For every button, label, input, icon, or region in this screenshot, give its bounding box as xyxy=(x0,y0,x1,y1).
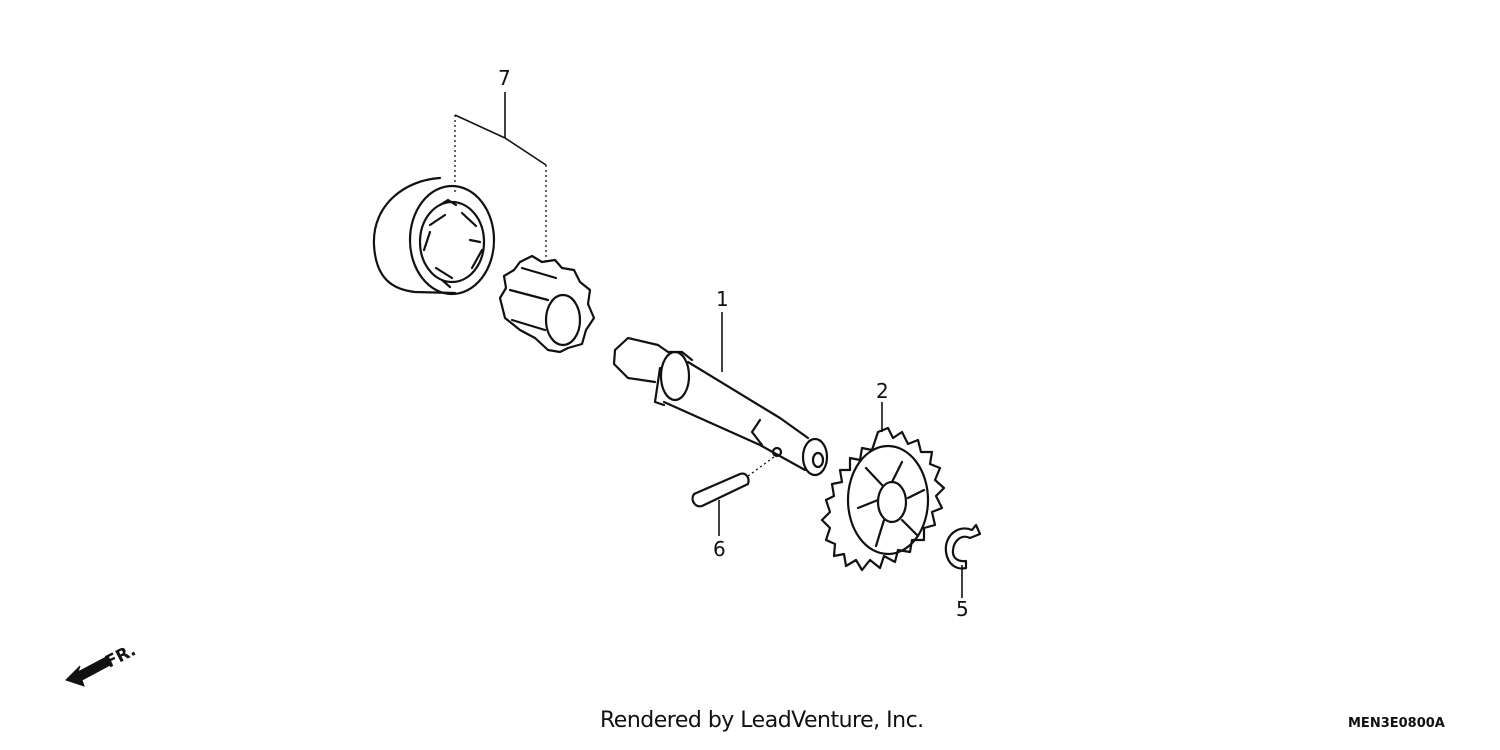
part-7-pinion-gear[interactable] xyxy=(498,254,596,354)
part-6-pin[interactable] xyxy=(691,453,779,508)
part-5-circlip[interactable] xyxy=(944,523,982,570)
callout-1: 1 xyxy=(716,287,729,311)
part-1-shaft[interactable] xyxy=(612,336,829,477)
leader-part-7 xyxy=(454,92,547,262)
diagram-code: MEN3E0800A xyxy=(1348,716,1445,731)
callout-6: 6 xyxy=(713,537,726,561)
part-2-gear[interactable] xyxy=(820,426,946,572)
callout-7: 7 xyxy=(498,66,511,90)
callout-5: 5 xyxy=(956,597,969,621)
part-7-housing[interactable] xyxy=(372,176,496,296)
front-direction-arrow-icon: FR. xyxy=(65,640,139,687)
render-credit: Rendered by LeadVenture, Inc. xyxy=(600,708,924,733)
callout-2: 2 xyxy=(876,379,889,403)
direction-label: FR. xyxy=(102,640,139,672)
